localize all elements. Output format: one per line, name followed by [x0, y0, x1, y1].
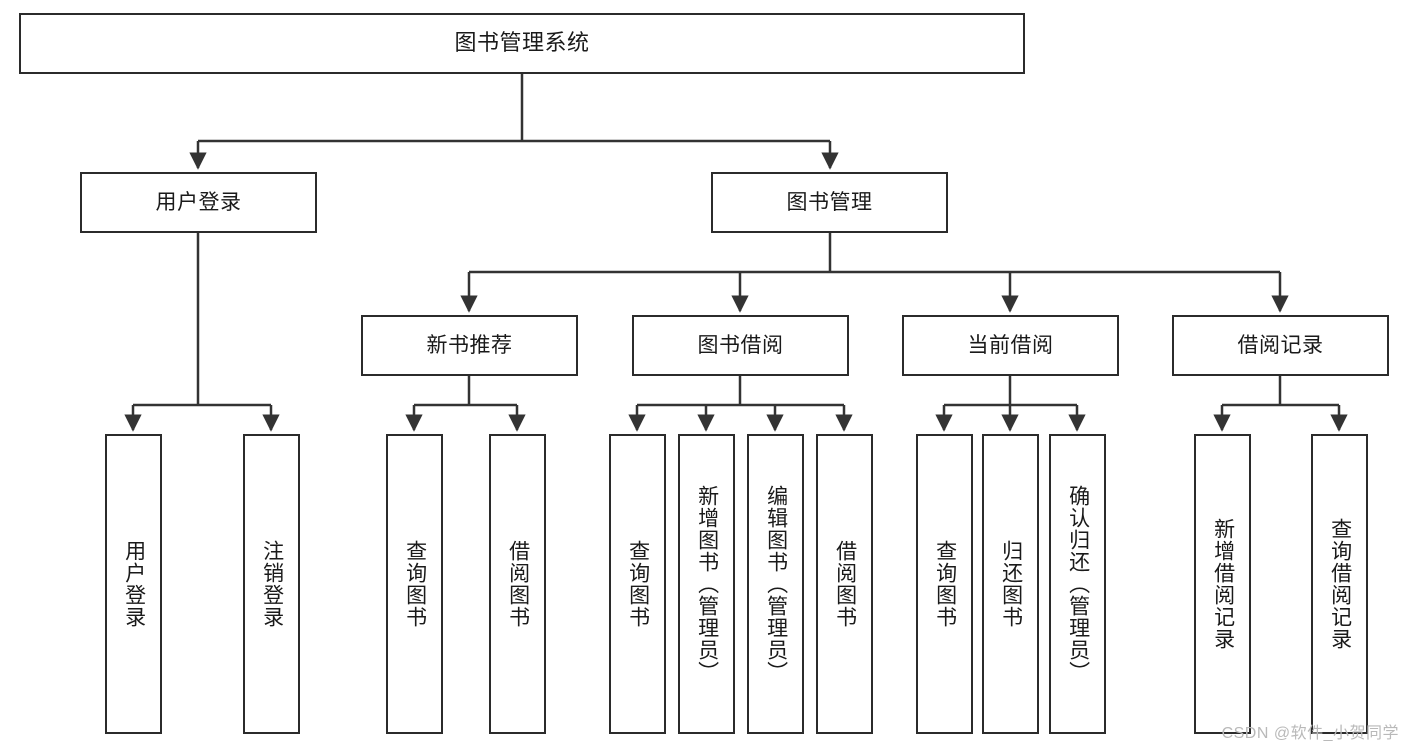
node-leaf-query-record[interactable]: 查询借阅记录 [1311, 434, 1368, 734]
node-book-manage[interactable]: 图书管理 [711, 172, 948, 233]
node-leaf-add-book[interactable]: 新增图书（管理员） [678, 434, 735, 734]
csdn-watermark: CSDN @软件_小贺同学 [1221, 725, 1399, 742]
node-user-login[interactable]: 用户登录 [80, 172, 317, 233]
node-new-book-recommend[interactable]: 新书推荐 [361, 315, 578, 376]
node-leaf-query-book-3[interactable]: 查询图书 [916, 434, 973, 734]
node-leaf-user-login[interactable]: 用户登录 [105, 434, 162, 734]
node-leaf-borrow-book-2[interactable]: 借阅图书 [816, 434, 873, 734]
node-borrow-record[interactable]: 借阅记录 [1172, 315, 1389, 376]
node-leaf-query-book-2[interactable]: 查询图书 [609, 434, 666, 734]
node-leaf-query-book-1[interactable]: 查询图书 [386, 434, 443, 734]
node-leaf-confirm-return[interactable]: 确认归还（管理员） [1049, 434, 1106, 734]
node-leaf-logout-login[interactable]: 注销登录 [243, 434, 300, 734]
node-root[interactable]: 图书管理系统 [19, 13, 1025, 74]
node-book-borrow[interactable]: 图书借阅 [632, 315, 849, 376]
node-leaf-borrow-book-1[interactable]: 借阅图书 [489, 434, 546, 734]
node-leaf-edit-book[interactable]: 编辑图书（管理员） [747, 434, 804, 734]
node-leaf-add-record[interactable]: 新增借阅记录 [1194, 434, 1251, 734]
node-current-borrow[interactable]: 当前借阅 [902, 315, 1119, 376]
node-leaf-return-book[interactable]: 归还图书 [982, 434, 1039, 734]
